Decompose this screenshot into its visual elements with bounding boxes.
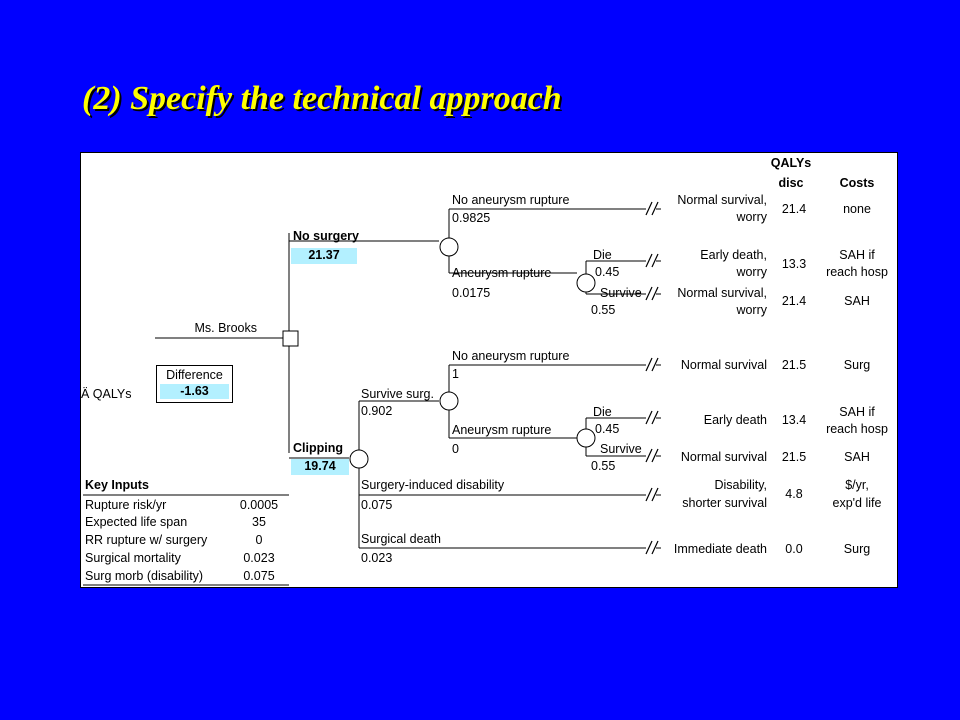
outcome-cost: SAH if xyxy=(839,248,875,262)
chance-node-clipping xyxy=(349,449,369,469)
key-input-value: 0.023 xyxy=(243,551,275,565)
key-input-label: RR rupture w/ surgery xyxy=(85,533,208,547)
branch-label: No aneurysm rupture xyxy=(452,349,570,363)
branch-label: Surgical death xyxy=(361,532,441,546)
clipping-label: Clipping xyxy=(293,441,343,455)
outcome-cost: none xyxy=(843,202,871,216)
outcome-desc: shorter survival xyxy=(682,496,767,510)
disc-header: disc xyxy=(778,176,804,190)
branch-prob: 0.55 xyxy=(591,303,616,317)
no-surgery-value: 21.37 xyxy=(291,248,357,264)
clipping-value: 19.74 xyxy=(291,459,349,475)
outcome-qaly: 21.5 xyxy=(781,450,807,464)
chance-node-rupture xyxy=(576,273,596,293)
branch-prob: 0.023 xyxy=(361,551,393,565)
outcome-desc: worry xyxy=(736,303,767,317)
branch-prob: 0.9825 xyxy=(452,211,491,225)
chance-node-no-surgery xyxy=(439,237,459,257)
branch-prob: 0.902 xyxy=(361,404,393,418)
key-input-value: 0 xyxy=(255,533,263,547)
branch-prob: 0.0175 xyxy=(452,286,491,300)
key-input-label: Rupture risk/yr xyxy=(85,498,167,512)
key-input-label: Expected life span xyxy=(85,515,188,529)
outcome-cost: $/yr, xyxy=(845,478,869,492)
slide-title: (2) Specify the technical approach xyxy=(82,80,562,117)
difference-box: Difference -1.63 xyxy=(156,365,233,403)
outcome-cost: SAH if xyxy=(839,405,875,419)
key-input-label: Surg morb (disability) xyxy=(85,569,204,583)
qalys-header: QALYs xyxy=(770,156,812,170)
branch-prob: 0.45 xyxy=(595,422,620,436)
difference-value: -1.63 xyxy=(160,384,229,399)
branch-label: Survive surg. xyxy=(361,387,434,401)
branch-label: Die xyxy=(593,248,612,262)
outcome-cost: SAH xyxy=(844,294,870,308)
outcome-qaly: 13.4 xyxy=(781,413,807,427)
branch-label: Survive xyxy=(600,442,642,456)
delta-qalys-label: Ä QALYs xyxy=(81,387,132,401)
branch-prob: 0.075 xyxy=(361,498,393,512)
tree-lines xyxy=(83,201,661,586)
chance-node-rupture-2 xyxy=(576,428,596,448)
terminal-markers xyxy=(645,201,659,555)
branch-prob: 0 xyxy=(452,442,459,456)
outcome-desc: Disability, xyxy=(714,478,767,492)
key-input-value: 0.0005 xyxy=(239,498,279,512)
key-input-value: 0.075 xyxy=(243,569,275,583)
outcome-cost: reach hosp xyxy=(826,422,888,436)
decision-node xyxy=(282,330,299,347)
branch-label: Aneurysm rupture xyxy=(452,423,552,437)
outcome-desc: Early death xyxy=(703,413,767,427)
key-inputs-title: Key Inputs xyxy=(85,478,149,492)
outcome-desc: Normal survival xyxy=(680,450,767,464)
branch-label: No aneurysm rupture xyxy=(452,193,570,207)
outcome-cost: Surg xyxy=(843,542,871,556)
outcome-qaly: 21.4 xyxy=(781,294,807,308)
outcome-desc: Normal survival, xyxy=(677,193,767,207)
outcome-cost: reach hosp xyxy=(826,265,888,279)
branch-label: Die xyxy=(593,405,612,419)
chance-node-survive-surg xyxy=(439,391,459,411)
outcome-qaly: 21.5 xyxy=(781,358,807,372)
no-surgery-label: No surgery xyxy=(293,229,359,243)
branch-prob: 1 xyxy=(452,367,459,381)
key-input-label: Surgical mortality xyxy=(85,551,181,565)
outcome-desc: Normal survival, xyxy=(677,286,767,300)
outcome-cost: exp'd life xyxy=(832,496,882,510)
costs-header: Costs xyxy=(839,176,875,190)
outcome-qaly: 4.8 xyxy=(785,487,803,501)
outcome-desc: worry xyxy=(736,210,767,224)
outcome-qaly: 21.4 xyxy=(781,202,807,216)
outcome-desc: Immediate death xyxy=(673,542,767,556)
outcome-cost: Surg xyxy=(843,358,871,372)
outcome-cost: SAH xyxy=(844,450,870,464)
outcome-qaly: 0.0 xyxy=(785,542,803,556)
decision-tree-panel: QALYs disc Costs Ms. Brooks Ä QALYs Diff… xyxy=(80,152,898,588)
branch-prob: 0.45 xyxy=(595,265,620,279)
branch-label: Surgery-induced disability xyxy=(361,478,505,492)
outcome-qaly: 13.3 xyxy=(781,257,807,271)
branch-prob: 0.55 xyxy=(591,459,616,473)
outcome-desc: worry xyxy=(736,265,767,279)
root-label: Ms. Brooks xyxy=(194,321,257,335)
branch-label: Survive xyxy=(600,286,642,300)
branch-label: Aneurysm rupture xyxy=(452,266,552,280)
difference-header: Difference xyxy=(166,368,223,382)
outcome-desc: Normal survival xyxy=(680,358,767,372)
key-input-value: 35 xyxy=(252,515,266,529)
outcome-desc: Early death, xyxy=(700,248,767,262)
